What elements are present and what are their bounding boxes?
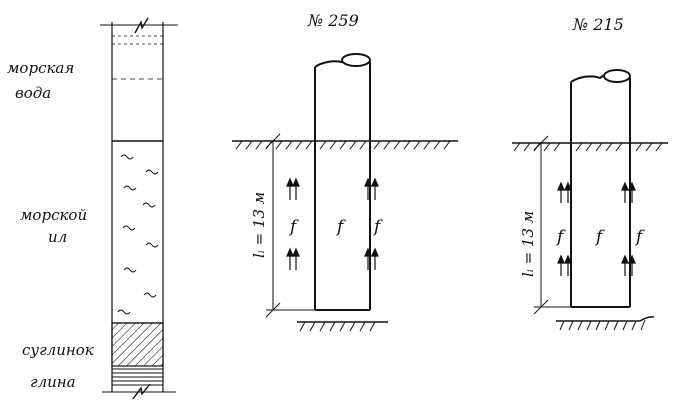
- pile-259-group: № 259: [232, 11, 458, 332]
- silt-mark: [123, 267, 137, 273]
- pile-259-friction-right: f: [372, 217, 383, 237]
- silt-mark: [123, 185, 137, 191]
- pile-259-base-hatch: [299, 321, 376, 332]
- pile-215-group: № 215 lᵢ = 13: [512, 15, 668, 331]
- pile-215-ground-hatch: [513, 142, 663, 152]
- layer-label-loam: суглинок: [22, 341, 94, 359]
- layer-label-clay: глина: [30, 373, 76, 391]
- pile-215-dim-tick-top: [533, 135, 549, 151]
- loam-hatch: [111, 322, 164, 367]
- silt-mark: [145, 169, 159, 175]
- soil-column: морская вода морской ил суглинок глина: [7, 17, 178, 400]
- pile-215-friction-arrows: [557, 181, 636, 276]
- pile-259-title: № 259: [307, 11, 359, 30]
- silt-mark: [143, 292, 157, 298]
- pile-215-base-line: [556, 316, 655, 322]
- silt-mark: [117, 309, 131, 315]
- pile-259-friction-center: f: [335, 217, 346, 237]
- layer-label-silt-2: ил: [48, 228, 67, 246]
- silt-mark: [120, 154, 134, 160]
- pile-215-length-label: lᵢ = 13 м: [519, 211, 537, 277]
- break-mark-bottom: [132, 383, 151, 400]
- pile-215-title: № 215: [572, 15, 624, 34]
- pile-215-base-hatch: [559, 319, 646, 331]
- pile-259-top-ellipse: [341, 53, 371, 67]
- pile-215-friction-center: f: [594, 227, 605, 247]
- pile-215-friction-left: f: [555, 227, 566, 247]
- pile-259-friction-arrows: [286, 177, 379, 270]
- pile-259-ground-hatch: [235, 140, 451, 150]
- clay-lines: [112, 368, 163, 386]
- layer-label-seawater-2: вода: [15, 84, 51, 102]
- layer-label-silt-1: морской: [20, 206, 87, 224]
- pile-259-length-label: lᵢ = 13 м: [250, 192, 268, 258]
- silt-mark: [142, 202, 156, 208]
- layer-label-seawater-1: морская: [7, 59, 74, 77]
- pile-215-friction-right: f: [634, 227, 645, 247]
- break-mark-top: [134, 17, 149, 34]
- pile-259-friction-left: f: [288, 217, 299, 237]
- silt-symbols: [117, 154, 159, 315]
- silt-mark: [145, 242, 159, 248]
- silt-mark: [122, 225, 136, 231]
- pile-215-top-ellipse: [603, 69, 631, 83]
- pile-259-dim-tick-top: [265, 133, 281, 149]
